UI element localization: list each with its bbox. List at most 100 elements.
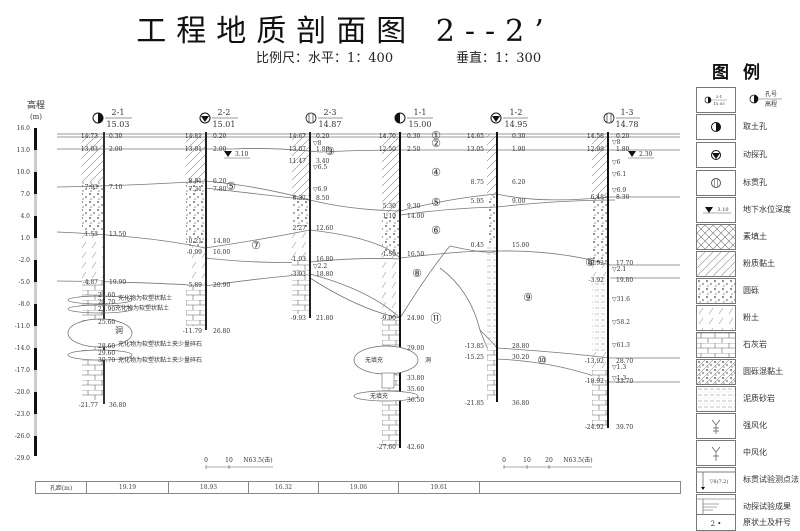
legend-title: 图例 xyxy=(712,63,774,83)
svg-text:0.30: 0.30 xyxy=(109,133,123,140)
split-circle-icon xyxy=(711,178,721,188)
legend-item-round-gravel: 圆砾 xyxy=(694,278,800,304)
svg-text:-8.0: -8.0 xyxy=(18,301,30,308)
svg-text:10: 10 xyxy=(225,457,233,464)
svg-text:16.50: 16.50 xyxy=(407,251,424,258)
svg-text:⑧: ⑧ xyxy=(585,256,595,269)
triangle-in-circle-icon xyxy=(712,153,720,159)
svg-text:30.70: 30.70 xyxy=(98,357,115,364)
svg-text:▽2.2: ▽2.2 xyxy=(313,263,327,270)
header-2-1: 2-1 15.03 xyxy=(92,108,132,129)
svg-text:22.70: 22.70 xyxy=(98,299,115,306)
svg-text:26.80: 26.80 xyxy=(213,328,230,335)
legend-item-limestone: 石灰岩 xyxy=(694,332,800,358)
svg-text:⑥: ⑥ xyxy=(431,224,441,237)
svg-text:-4.87: -4.87 xyxy=(83,279,99,286)
svg-text:1.90: 1.90 xyxy=(512,146,526,153)
svg-text:8.81: 8.81 xyxy=(189,178,202,185)
svg-text:14.70: 14.70 xyxy=(379,133,396,140)
legend-item-spt-hole: 标贯孔 xyxy=(694,170,800,196)
svg-text:-21.77: -21.77 xyxy=(79,402,98,409)
svg-text:-13.85: -13.85 xyxy=(465,343,484,350)
water-level-icon xyxy=(705,207,713,213)
svg-text:36.80: 36.80 xyxy=(512,400,529,407)
elevation-axis: 高程 (m) 16.0 13.0 10.0 7.0 4.0 1.0 -2.0 -… xyxy=(15,99,45,462)
distance-cell: 19.61 xyxy=(399,482,480,493)
legend-item-argillaceous-sandstone: 泥质砂岩 xyxy=(694,386,800,412)
sparse-diagonal-pattern xyxy=(697,306,735,330)
svg-text:5.95: 5.95 xyxy=(471,198,485,205)
svg-text:16.0: 16.0 xyxy=(17,125,31,132)
svg-text:6.20: 6.20 xyxy=(512,179,526,186)
svg-text:▽8: ▽8 xyxy=(313,140,322,147)
svg-text:-29.0: -29.0 xyxy=(15,455,31,462)
svg-text:充化物为软塑状黏土: 充化物为软塑状黏土 xyxy=(118,294,172,302)
svg-text:-24.92: -24.92 xyxy=(585,424,604,431)
header-2-2: 2-2 15.01 xyxy=(199,108,238,129)
svg-text:6.48: 6.48 xyxy=(591,194,605,201)
bar-scale-right: 0 10 20 N63.5(击) xyxy=(502,456,593,469)
svg-text:24.90: 24.90 xyxy=(407,315,424,322)
svg-text:充化物为软塑状黏土夹少量碎石: 充化物为软塑状黏土夹少量碎石 xyxy=(118,356,202,364)
svg-text:2 •: 2 • xyxy=(711,520,722,528)
svg-text:⑩: ⑩ xyxy=(537,354,547,367)
svg-text:9.00: 9.00 xyxy=(512,198,526,205)
svg-text:0.20: 0.20 xyxy=(316,133,330,140)
svg-text:②: ② xyxy=(431,137,441,150)
borehole-2-3: 14.67 13.07 11.47 6.37 2.27 -1.93 -3.93 … xyxy=(289,132,333,322)
svg-text:▽2.1: ▽2.1 xyxy=(612,266,626,273)
svg-text:14.87: 14.87 xyxy=(319,120,342,129)
svg-text:12.98: 12.98 xyxy=(587,146,604,153)
svg-text:▽6: ▽6 xyxy=(612,159,621,166)
svg-text:28.60: 28.60 xyxy=(98,343,115,350)
svg-text:2.00: 2.00 xyxy=(213,146,227,153)
svg-text:5.30: 5.30 xyxy=(383,203,397,210)
svg-text:1.10: 1.10 xyxy=(383,213,397,220)
svg-text:-3.92: -3.92 xyxy=(589,277,605,284)
svg-text:▽8: ▽8 xyxy=(612,139,621,146)
svg-text:8.50: 8.50 xyxy=(316,195,330,202)
svg-text:16.80: 16.80 xyxy=(316,256,333,263)
svg-text:-2.0: -2.0 xyxy=(18,257,30,264)
legend-item-moderately-weathered: 中风化 xyxy=(694,440,800,466)
svg-text:14.80: 14.80 xyxy=(213,238,230,245)
svg-text:-0.99: -0.99 xyxy=(187,249,203,256)
svg-text:14.65: 14.65 xyxy=(467,133,484,140)
svg-text:-3.93: -3.93 xyxy=(291,271,307,278)
svg-text:▽6.5: ▽6.5 xyxy=(313,164,327,171)
svg-text:N63.5(击): N63.5(击) xyxy=(243,456,272,464)
svg-text:高程: 高程 xyxy=(765,100,777,108)
header-1-1: 1-1 15.00 xyxy=(394,108,433,129)
svg-text:1-2: 1-2 xyxy=(510,108,523,117)
strata-numbers: ① ② ③ ④ ⑤ ⑤ ⑥ ⑦ ⑧ ⑧ ⑨ ⑪ ⑩ xyxy=(226,129,595,367)
svg-text:18.80: 18.80 xyxy=(316,271,333,278)
svg-text:29.00: 29.00 xyxy=(407,345,424,352)
sample-point-icon: 2 • xyxy=(711,520,722,528)
borehole-2-1: 洞 充化物为软塑状黏土 充化物为软塑状黏土 充化物为软塑状黏土夹少量碎石 充化物… xyxy=(67,132,202,409)
svg-text:13.03: 13.03 xyxy=(81,146,98,153)
svg-text:⑤: ⑤ xyxy=(226,180,236,193)
svg-text:16.00: 16.00 xyxy=(213,249,230,256)
bar-scale-left: 0 10 N63.5(击) xyxy=(204,456,273,469)
svg-text:14.67: 14.67 xyxy=(289,133,306,140)
svg-text:2.30: 2.30 xyxy=(639,151,653,158)
svg-text:14.95: 14.95 xyxy=(505,120,528,129)
svg-text:0: 0 xyxy=(502,457,506,464)
svg-text:-18.92: -18.92 xyxy=(585,378,604,385)
svg-text:-11.0: -11.0 xyxy=(15,323,31,330)
borehole-2-2: 14.81 13.01 8.81 7.21 0.21 -0.99 -5.89 -… xyxy=(183,132,250,335)
borehole-distance-table: 孔距(m) 19.19 18.93 16.32 19.06 19.61 xyxy=(35,481,681,494)
svg-text:⑪: ⑪ xyxy=(431,312,442,325)
svg-text:⑤: ⑤ xyxy=(431,196,441,209)
svg-text:1.53: 1.53 xyxy=(85,231,99,238)
svg-text:-9.93: -9.93 xyxy=(291,315,307,322)
legend-item-undisturbed-sample: 2 • 原状土及杆号 xyxy=(694,514,800,531)
svg-text:1.80: 1.80 xyxy=(616,146,630,153)
svg-text:▽58.2: ▽58.2 xyxy=(612,319,630,326)
svg-text:13.07: 13.07 xyxy=(289,146,306,153)
svg-text:21.60: 21.60 xyxy=(98,292,115,299)
distance-cell: 18.93 xyxy=(169,482,249,493)
svg-text:洞: 洞 xyxy=(425,356,431,364)
svg-text:▽8(7.2): ▽8(7.2) xyxy=(710,478,729,485)
